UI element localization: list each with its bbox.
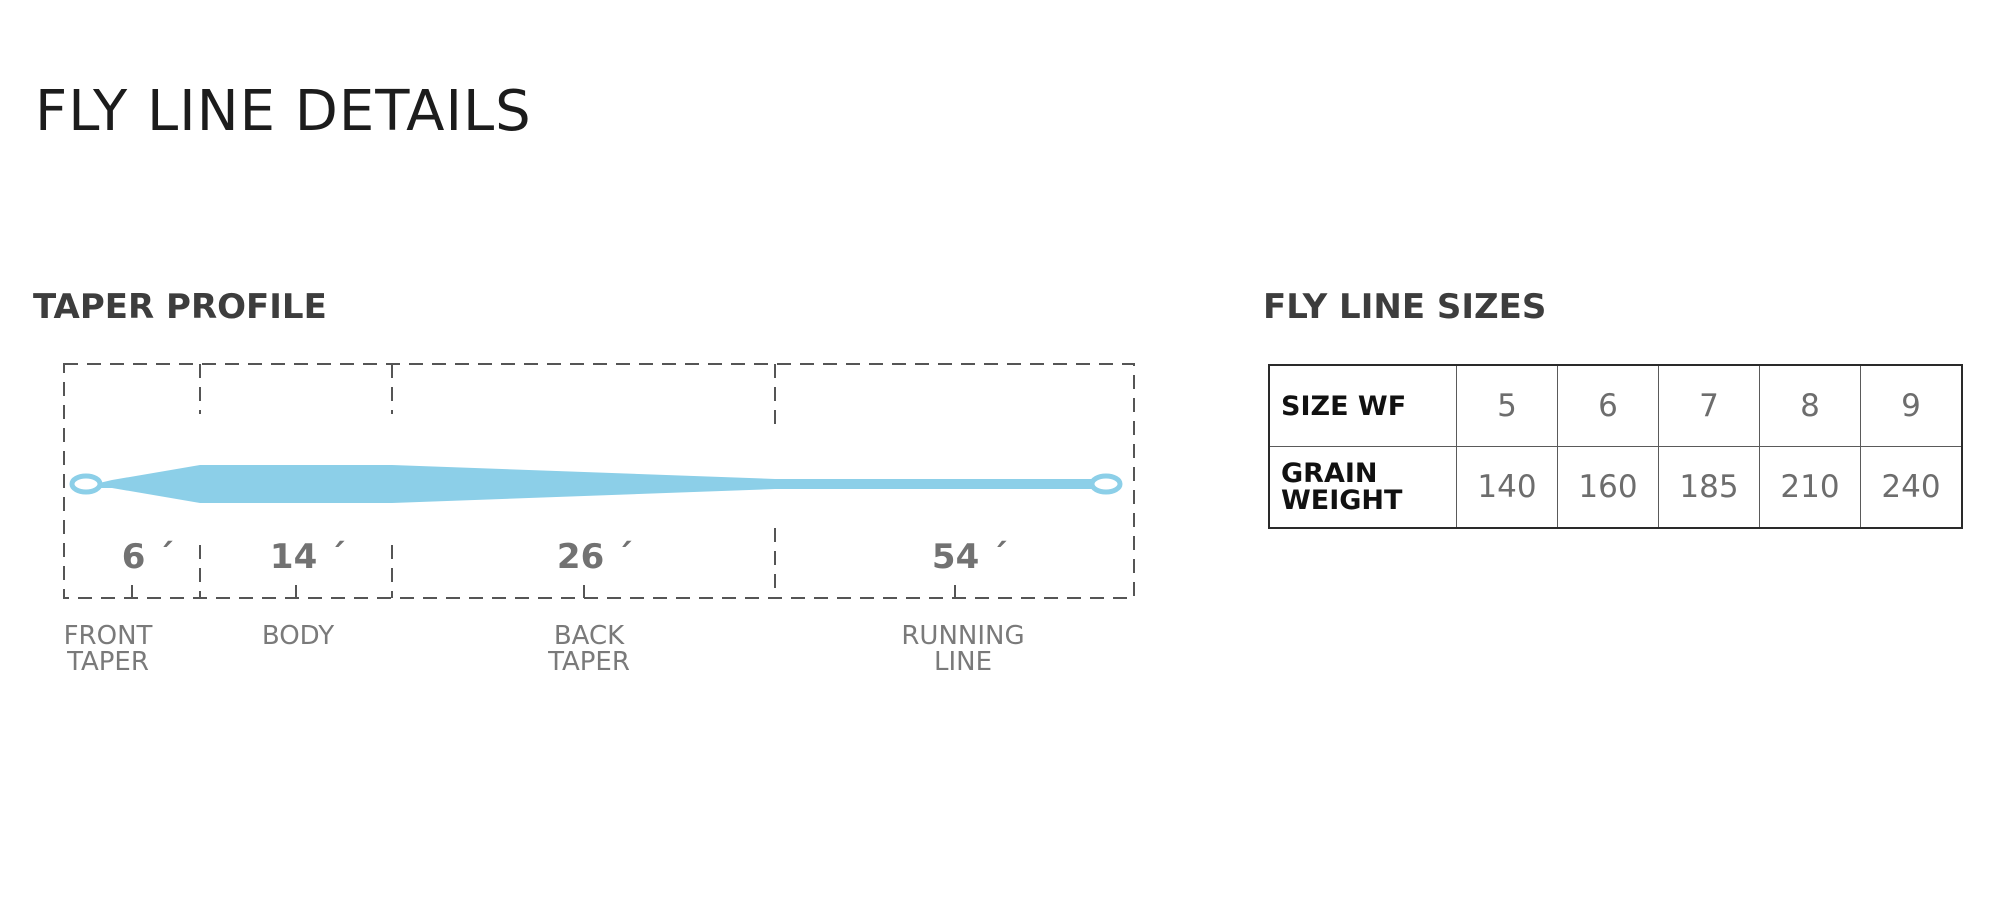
length-front-taper: 6 ´ [122,537,175,577]
label-running-line-line1: RUNNING [901,621,1024,651]
label-running-line-line2: LINE [934,647,992,677]
size-cell: 6 [1557,364,1659,447]
length-running-line: 54 ´ [932,537,1008,577]
size-cell: 8 [1759,364,1861,447]
label-front-taper-line1: FRONT [64,621,153,651]
page-title: FLY LINE DETAILS [35,79,532,144]
label-front-taper-line2: TAPER [66,647,149,677]
size-cell: 7 [1658,364,1760,447]
label-body: BODY [262,621,334,651]
grain-weight-header-line2: WEIGHT [1281,485,1403,516]
grain-weight-cell: 240 [1860,446,1963,529]
length-back-taper: 26 ´ [557,537,633,577]
length-body: 14 ´ [270,537,346,577]
fly-line-taper-shape [95,465,1100,503]
rear-loop-icon [1089,473,1123,495]
taper-profile-title: TAPER PROFILE [33,287,327,327]
fly-line-sizes-table: SIZE WF 5 6 7 8 9 GRAIN WEIGHT 140 160 1… [1268,364,1963,529]
front-loop-icon [69,473,103,495]
size-row: SIZE WF 5 6 7 8 9 [1268,364,1963,447]
grain-weight-row: GRAIN WEIGHT 140 160 185 210 240 [1268,446,1963,529]
grain-weight-cell: 140 [1456,446,1558,529]
grain-weight-header-line1: GRAIN [1281,458,1378,489]
grain-weight-header: GRAIN WEIGHT [1268,446,1457,529]
fly-line-sizes-title: FLY LINE SIZES [1263,287,1547,327]
grain-weight-cell: 210 [1759,446,1861,529]
label-back-taper-line2: TAPER [547,647,630,677]
grain-weight-cell: 185 [1658,446,1760,529]
taper-diagram-frame [63,363,1135,599]
size-cell: 5 [1456,364,1558,447]
grain-weight-cell: 160 [1557,446,1659,529]
label-back-taper-line1: BACK [554,621,625,651]
size-cell: 9 [1860,364,1963,447]
size-wf-header: SIZE WF [1268,364,1457,447]
